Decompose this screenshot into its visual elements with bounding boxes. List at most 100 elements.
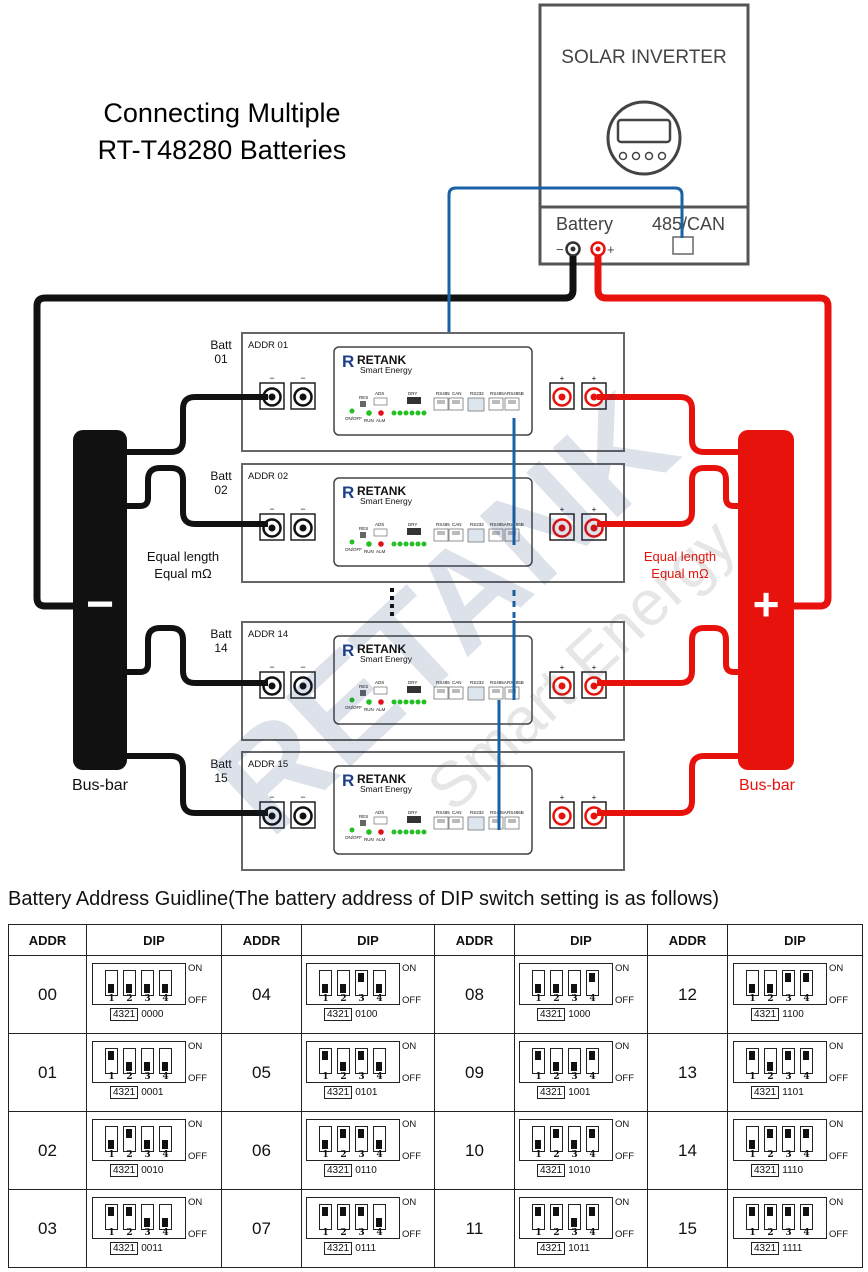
dip-switch-3-icon (568, 1125, 581, 1152)
off-label: OFF (402, 1228, 421, 1240)
switch-number: 4 (162, 1071, 169, 1082)
on-label: ON (188, 1196, 203, 1208)
dry-label: DRY (408, 391, 417, 396)
address-cell: 05 (221, 1033, 302, 1112)
dip-code-prefix: 4321 (324, 1007, 353, 1021)
switch-number: 4 (376, 1071, 383, 1082)
can-label: CAN (452, 522, 462, 527)
dip-code-prefix: 4321 (751, 1241, 780, 1255)
off-label: OFF (615, 1072, 634, 1084)
dip-code-value: 1000 (568, 1008, 591, 1020)
address-cell: 00 (8, 955, 87, 1034)
address-cell: 04 (221, 955, 302, 1034)
dip-switch-4-icon (159, 1125, 172, 1152)
on-label: ON (829, 1118, 844, 1130)
switch-number: 4 (162, 1149, 169, 1160)
dip-switch-1-icon (746, 1203, 759, 1230)
switch-number: 2 (126, 1149, 133, 1160)
switch-number: 3 (571, 1149, 578, 1160)
off-label: OFF (188, 1228, 207, 1240)
switch-number: 4 (376, 993, 383, 1004)
rs232-port-icon (467, 686, 485, 701)
battery-positive-cable (597, 465, 738, 527)
switch-number: 2 (553, 1071, 560, 1082)
addr-column-header: ADDR (647, 924, 728, 956)
dip-switch-4-icon (373, 969, 386, 996)
dip-code-value: 0111 (355, 1242, 377, 1254)
dip-switch-3-icon (568, 1203, 581, 1230)
inverter-comm-label: 485/CAN (652, 214, 725, 234)
dip-code-value: 0011 (141, 1242, 163, 1254)
soc-led (409, 829, 415, 835)
ads-label: ADS (375, 810, 384, 815)
dip-switch-4-icon (159, 1047, 172, 1074)
on-label: ON (402, 1040, 417, 1052)
svg-text:−: − (269, 792, 274, 802)
dip-code-prefix: 4321 (751, 1163, 780, 1177)
dip-code-prefix: 4321 (537, 1007, 566, 1021)
inverter-rj45-port-icon (672, 236, 694, 255)
battery-positive-cable (597, 625, 738, 686)
dip-switch-4-icon (800, 1125, 813, 1152)
dip-switch-3-icon (141, 1047, 154, 1074)
inverter-battery-label: Battery (556, 214, 613, 234)
dip-switch-2-icon (550, 1047, 563, 1074)
soc-led (415, 410, 421, 416)
brand-name: RETANK (357, 642, 406, 656)
alarm-led (378, 541, 384, 547)
switch-number: 3 (571, 993, 578, 1004)
onoff-label: ON/OFF (345, 416, 362, 421)
negative-bus-bar-sign: − (86, 578, 114, 631)
address-cell: 15 (647, 1189, 728, 1268)
battery-address-label: ADDR 01 (248, 340, 288, 351)
power-led (349, 539, 355, 545)
dip-code-prefix: 4321 (110, 1163, 139, 1177)
inverter-display-icon (606, 100, 682, 176)
off-label: OFF (402, 1150, 421, 1162)
dip-code-value: 1110 (782, 1164, 804, 1176)
on-label: ON (829, 962, 844, 974)
brand-name: RETANK (357, 484, 406, 498)
dip-switch-3-icon (782, 969, 795, 996)
dry-contact-port-icon (407, 816, 421, 823)
rs232-port-icon (467, 397, 485, 412)
dip-switch-4-icon (159, 1203, 172, 1230)
address-cell: 14 (647, 1111, 728, 1190)
off-label: OFF (402, 994, 421, 1006)
rs232-label: RS232 (470, 391, 484, 396)
soc-led (391, 829, 397, 835)
note-right-line2: Equal mΩ (651, 566, 709, 581)
soc-led (403, 699, 409, 705)
svg-text:+: + (560, 505, 565, 514)
switch-number: 1 (108, 1071, 115, 1082)
dip-switch-3-icon (782, 1047, 795, 1074)
dip-switch-1-icon (105, 1125, 118, 1152)
addr-column-header: ADDR (221, 924, 302, 956)
switch-number: 1 (749, 1227, 756, 1238)
svg-text:−: − (300, 373, 305, 383)
svg-text:−: − (269, 373, 274, 383)
run-led (366, 541, 372, 547)
dip-code-value: 0110 (355, 1164, 377, 1176)
dip-switch-3-icon (568, 1047, 581, 1074)
res-label: RES (359, 526, 368, 531)
battery-name-line1: Batt (210, 338, 232, 352)
soc-led (421, 699, 427, 705)
dip-switch-4-icon (373, 1047, 386, 1074)
dip-switch-3-icon (141, 969, 154, 996)
off-label: OFF (615, 1228, 634, 1240)
positive-bus-bar: + (738, 430, 794, 770)
dip-code-prefix: 4321 (537, 1085, 566, 1099)
communication-cable (447, 186, 684, 405)
